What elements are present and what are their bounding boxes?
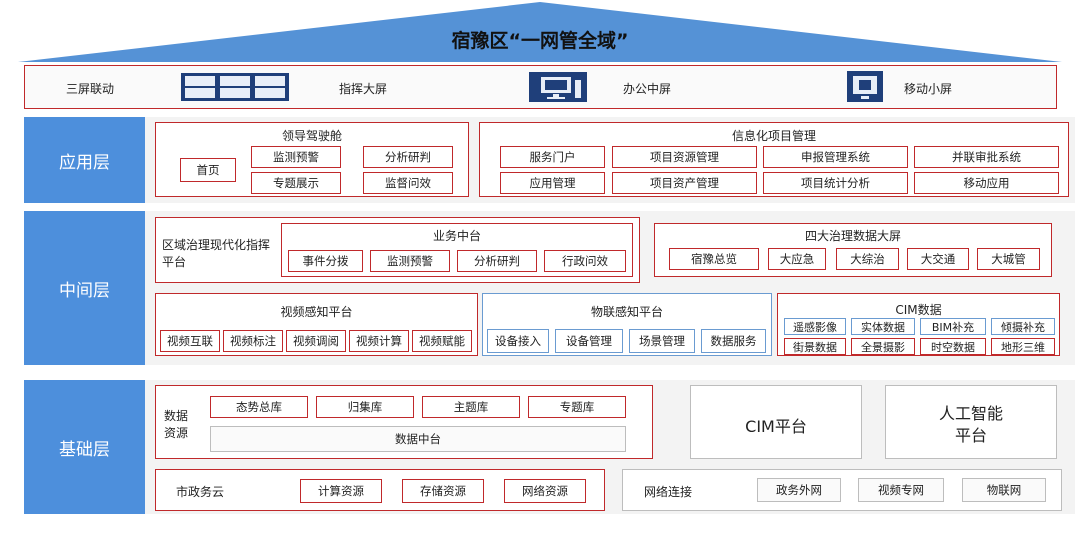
cockpit-item: 专题展示 (251, 172, 341, 194)
four-screens-item: 大应急 (768, 248, 826, 270)
info-item: 申报管理系统 (763, 146, 908, 168)
iot-item: 数据服务 (701, 329, 766, 353)
command-screen-label: 指挥大屏 (339, 82, 388, 96)
network-item: 物联网 (962, 478, 1046, 502)
leader-cockpit-title: 领导驾驶舱 (281, 129, 342, 143)
three-screen-label: 三屏联动 (66, 82, 115, 96)
iot-item: 设备管理 (555, 329, 623, 353)
business-item: 分析研判 (457, 250, 537, 272)
data-lib-item: 态势总库 (210, 396, 308, 418)
ai-platform-box (885, 385, 1057, 459)
cim-item: 倾摄补充 (991, 318, 1055, 335)
cim-item: 地形三维 (991, 338, 1055, 355)
ai-platform-label: 人工智能平台 (938, 404, 1003, 445)
business-item: 事件分拨 (288, 250, 363, 272)
roof-banner (18, 2, 1062, 62)
app-layer-label: 应用层 (24, 117, 145, 203)
data-lib-item: 归集库 (316, 396, 414, 418)
network-item: 视频专网 (858, 478, 944, 502)
mobile-screen-label: 移动小屏 (904, 82, 953, 96)
cloud-item: 计算资源 (300, 479, 382, 503)
page-title: 宿豫区“一网管全域” (451, 30, 629, 52)
network-label: 网络连接 (644, 485, 693, 499)
info-item: 应用管理 (500, 172, 605, 194)
iot-item: 场景管理 (629, 329, 695, 353)
cim-item: 遥感影像 (784, 318, 846, 335)
cockpit-item: 分析研判 (363, 146, 453, 168)
gov-cloud-label: 市政务云 (176, 485, 225, 499)
cim-item: 街景数据 (784, 338, 846, 355)
info-project-title: 信息化项目管理 (731, 129, 816, 143)
cockpit-home: 首页 (180, 158, 236, 182)
cim-item: BIM补充 (920, 318, 986, 335)
data-lib-item: 专题库 (528, 396, 626, 418)
video-platform-title: 视频感知平台 (280, 305, 353, 319)
cim-platform-box (690, 385, 862, 459)
business-item: 监测预警 (370, 250, 450, 272)
info-item: 项目资产管理 (612, 172, 757, 194)
business-item: 行政问效 (544, 250, 626, 272)
mobile-screen-icon (847, 71, 883, 102)
iot-platform-title: 物联感知平台 (590, 305, 663, 319)
network-item: 政务外网 (757, 478, 841, 502)
video-item: 视频赋能 (412, 330, 472, 352)
four-screens-item: 宿豫总览 (669, 248, 759, 270)
office-screen-label: 办公中屏 (623, 82, 672, 96)
four-screens-item: 大综治 (836, 248, 899, 270)
desktop-monitor-icon (529, 72, 587, 102)
info-item: 移动应用 (914, 172, 1059, 194)
cim-data-title: CIM数据 (895, 303, 942, 317)
cim-item: 时空数据 (920, 338, 986, 355)
video-item: 视频调阅 (286, 330, 346, 352)
info-item: 服务门户 (500, 146, 605, 168)
base-layer-label: 基础层 (24, 380, 145, 514)
four-screens-title: 四大治理数据大屏 (804, 229, 901, 243)
data-center-item: 数据中台 (210, 426, 626, 452)
info-item: 项目统计分析 (763, 172, 908, 194)
four-screens-item: 大城管 (977, 248, 1040, 270)
cloud-item: 存储资源 (402, 479, 484, 503)
cloud-item: 网络资源 (504, 479, 586, 503)
info-item: 并联审批系统 (914, 146, 1059, 168)
video-wall-icon (181, 73, 289, 101)
video-item: 视频计算 (349, 330, 409, 352)
data-resources-label: 数据资源 (164, 409, 189, 440)
cim-item: 全景摄影 (851, 338, 915, 355)
cim-platform-label: CIM平台 (745, 417, 807, 436)
info-item: 项目资源管理 (612, 146, 757, 168)
cockpit-item: 监测预警 (251, 146, 341, 168)
middle-layer-label: 中间层 (24, 211, 145, 365)
video-item: 视频标注 (223, 330, 283, 352)
business-middle-title: 业务中台 (432, 229, 481, 243)
cockpit-item: 监督问效 (363, 172, 453, 194)
command-platform-label: 区域治理现代化指挥平台 (162, 238, 271, 269)
iot-item: 设备接入 (487, 329, 549, 353)
video-item: 视频互联 (160, 330, 220, 352)
data-lib-item: 主题库 (422, 396, 520, 418)
four-screens-item: 大交通 (907, 248, 969, 270)
cim-item: 实体数据 (851, 318, 915, 335)
